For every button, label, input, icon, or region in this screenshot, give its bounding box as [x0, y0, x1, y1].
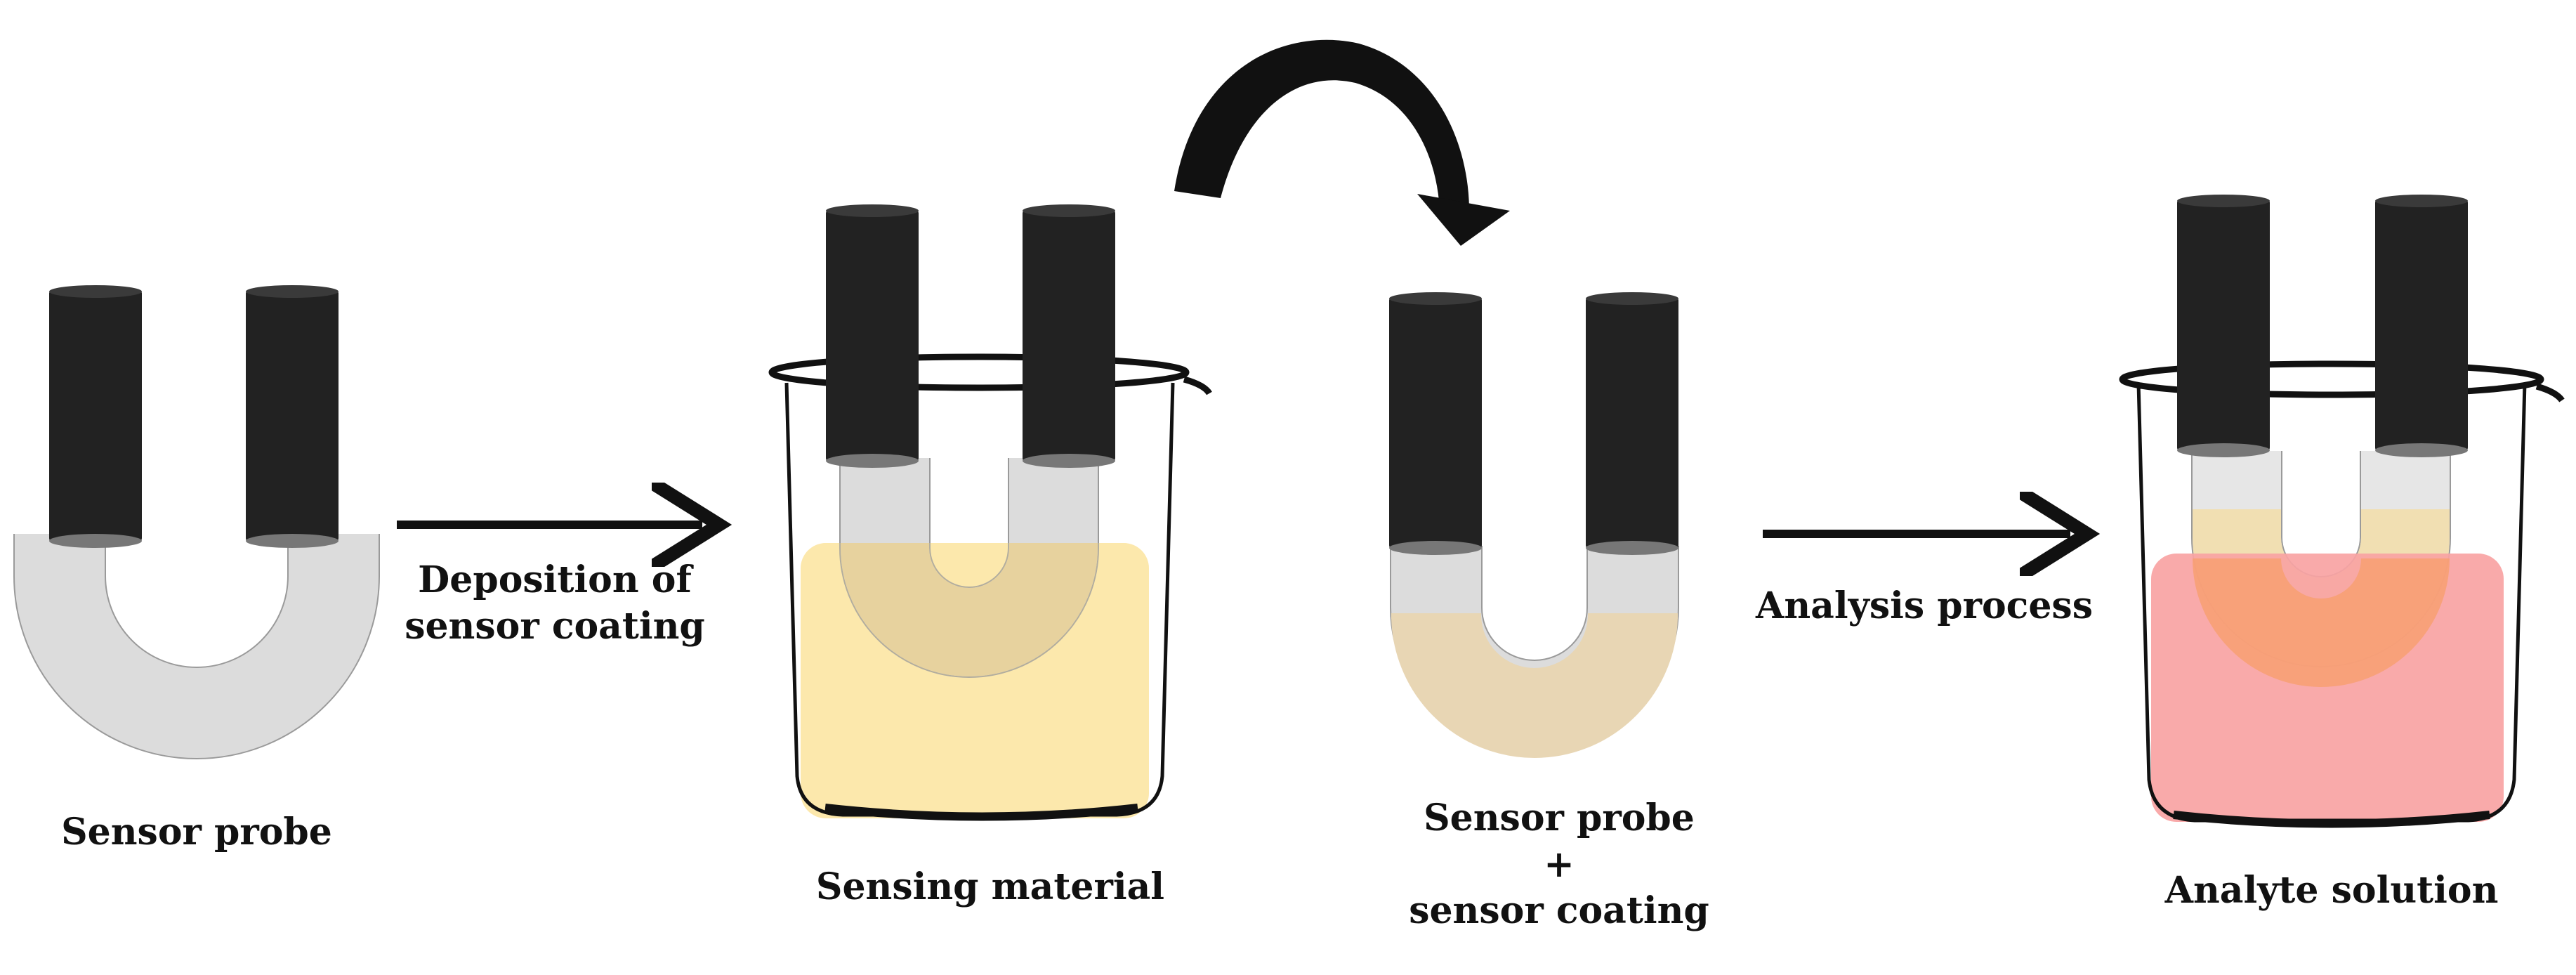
probe-handle-left: [826, 209, 919, 462]
probe-handle-right: [1586, 296, 1678, 549]
label-analyte-solution: Analyte solution: [2164, 869, 2499, 912]
sensor-probe: [13, 285, 380, 759]
label-coated-line1: Sensor probe: [1424, 797, 1695, 839]
label-deposition: Deposition of sensor coating: [365, 557, 744, 650]
beaker-rim: [768, 353, 1190, 391]
label-deposition-line1: Deposition of: [418, 558, 692, 601]
label-sensor-probe: Sensor probe: [61, 811, 332, 853]
label-analysis-process: Analysis process: [1756, 584, 2093, 627]
probe-handle-right: [2375, 199, 2468, 452]
label-sensing-material: Sensing material: [815, 865, 1165, 908]
curved-arrow: [1174, 39, 1510, 246]
coated-sensor-probe: [1389, 292, 1679, 758]
probe-handle-left: [1389, 296, 1482, 549]
label-coated-line2: +: [1544, 843, 1575, 886]
probe-handle-left: [49, 289, 142, 542]
label-coated-probe: Sensor probe + sensor coating: [1362, 795, 1756, 934]
sensor-coating: [1391, 613, 1678, 758]
probe-handle-left: [2177, 199, 2270, 452]
probe-handle-right: [246, 289, 339, 542]
label-coated-line3: sensor coating: [1409, 889, 1709, 932]
beaker-sensing-material: [768, 204, 1212, 821]
label-deposition-line2: sensor coating: [405, 605, 705, 648]
probe-handle-right: [1023, 209, 1115, 462]
beaker-rim: [2119, 360, 2544, 398]
beaker-analyte-solution: [2119, 195, 2565, 828]
